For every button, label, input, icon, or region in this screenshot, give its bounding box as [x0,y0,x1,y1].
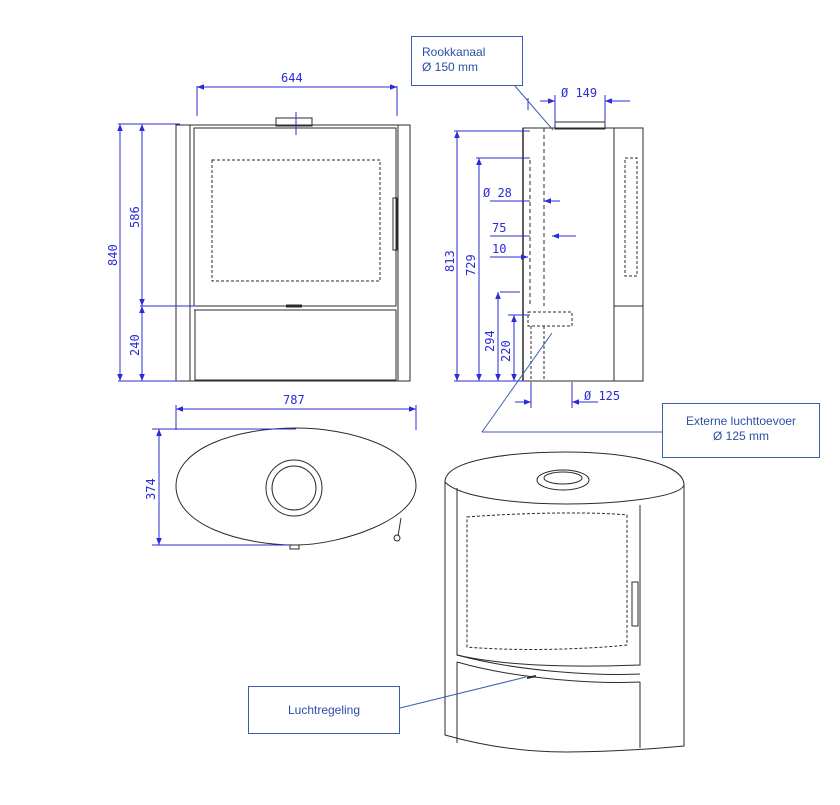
top-view [175,427,417,550]
dim-side-top-diameter: Ø 149 [561,86,597,100]
dim-side-height-total: 813 [443,250,457,272]
dim-front-height-total: 840 [106,244,120,266]
dim-top-width: 787 [283,393,305,407]
dim-front-width: 644 [281,71,303,85]
top-dimensions [152,405,417,546]
dim-side-bottom-diameter: Ø 125 [584,389,620,403]
dim-top-depth: 374 [144,478,158,500]
callout-leaders [399,85,662,709]
flue-callout: Rookkanaal Ø 150 mm [411,36,523,86]
dim-front-upper: 586 [128,206,142,228]
front-view [175,117,411,382]
front-dimensions [117,84,398,382]
dim-side-inlet-center: 220 [499,340,513,362]
dim-front-base: 240 [128,334,142,356]
flue-callout-diameter: Ø 150 mm [422,60,479,74]
dim-side-75: 75 [492,221,506,235]
external-air-callout-diameter: Ø 125 mm [712,429,769,443]
air-control-callout-label: Luchtregeling [287,703,361,717]
dim-side-pipe: Ø 28 [483,186,512,200]
side-dimensions [454,95,630,408]
air-control-callout: Luchtregeling [248,686,400,734]
flue-callout-title: Rookkanaal [422,45,486,59]
dim-side-inlet: 294 [483,330,497,352]
perspective-view [444,451,685,753]
dim-side-outlet: 729 [464,254,478,276]
dim-side-10: 10 [492,242,506,256]
side-view [522,121,644,382]
external-air-callout: Externe luchttoevoer Ø 125 mm [662,403,820,458]
external-air-callout-title: Externe luchttoevoer [685,414,797,428]
